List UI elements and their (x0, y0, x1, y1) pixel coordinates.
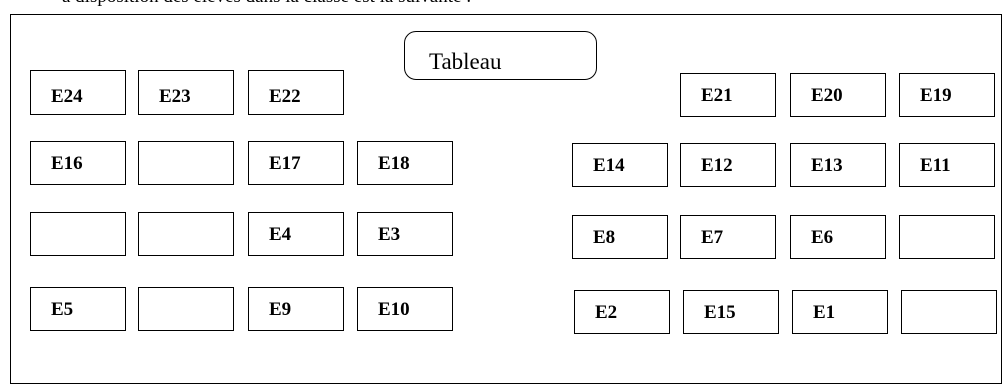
desk: E16 (30, 141, 126, 185)
desk: E7 (680, 215, 776, 259)
desk: E8 (572, 215, 668, 259)
desk: E14 (572, 143, 668, 187)
caption-text: a disposition des élèves dans la classe … (62, 0, 471, 8)
desk: E10 (357, 287, 453, 331)
desk: E21 (680, 73, 776, 117)
desk: E1 (792, 290, 888, 334)
desk: E4 (248, 212, 344, 256)
desk: E3 (357, 212, 453, 256)
desk: E18 (357, 141, 453, 185)
desk: E2 (574, 290, 670, 334)
desk: E17 (248, 141, 344, 185)
desk: E11 (899, 143, 995, 187)
desk (901, 290, 997, 334)
desk (30, 212, 126, 256)
desk: E19 (899, 73, 995, 117)
blackboard: Tableau (404, 31, 597, 80)
desk (138, 141, 234, 185)
desk: E6 (790, 215, 886, 259)
desk: E9 (248, 287, 344, 331)
desk: E13 (790, 143, 886, 187)
desk: E15 (683, 290, 779, 334)
desk (138, 287, 234, 331)
desk: E20 (790, 73, 886, 117)
desk (138, 212, 234, 256)
desk (899, 215, 995, 259)
desk: E22 (248, 70, 344, 115)
desk: E5 (30, 287, 126, 331)
desk: E12 (680, 143, 776, 187)
desk: E23 (138, 70, 234, 115)
desk: E24 (30, 70, 126, 115)
